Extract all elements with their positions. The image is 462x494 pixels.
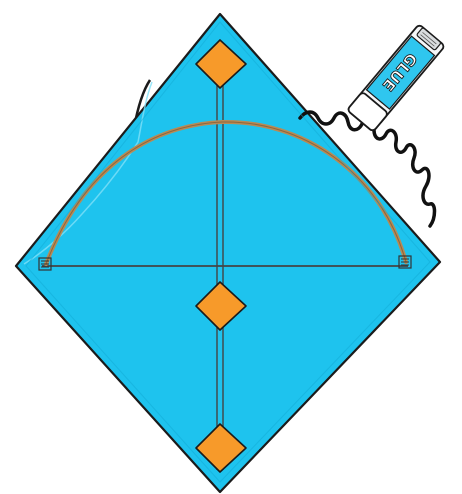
glue-stick: GLUE (347, 24, 445, 132)
